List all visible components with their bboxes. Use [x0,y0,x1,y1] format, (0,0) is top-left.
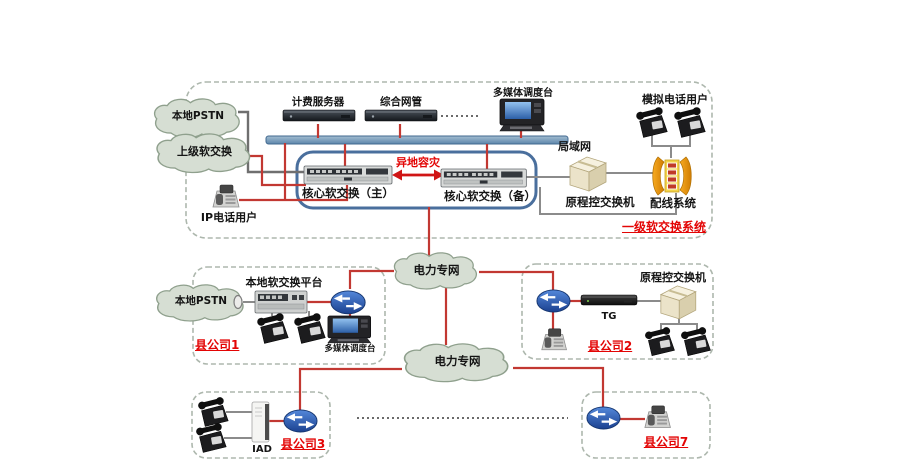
lan-bus [265,135,569,145]
tg-gateway-icon [580,294,638,306]
analog-phone-icon [679,325,711,357]
router-icon [535,288,572,314]
label-iad: IAD [252,444,272,455]
dotted-separator [357,115,568,419]
label-legacy-pbx: 原程控交换机 [565,195,635,209]
disaster-recovery-arrow [392,169,444,181]
core-switch-main-icon [303,165,393,185]
label-system-title: 一级软交换系统 [621,220,706,234]
analog-phone-icon [634,105,668,138]
label-county2: 县公司2 [587,339,633,353]
label-power-network-lower: 电力专网 [434,354,481,368]
label-county1: 县公司1 [195,338,240,352]
label-ip-phone-users: IP电话用户 [200,211,258,224]
label-network-mgmt: 综合网管 [380,96,422,108]
analog-phone-icon [255,311,289,344]
label-tg: TG [601,311,617,322]
label-core-switch-backup: 核心软交换（备） [444,189,536,203]
network-mgmt-server-icon [364,109,438,122]
label-multimedia-console: 多媒体调度台 [493,88,553,99]
ip-phone-icon [212,184,240,208]
router-icon [282,408,319,434]
label-lan: 局域网 [558,140,591,153]
label-billing-server: 计费服务器 [291,96,345,108]
label-county3: 县公司3 [280,437,326,451]
legacy-pbx-county2-icon [659,284,697,320]
analog-phone-icon [643,325,675,357]
label-local-pstn: 本地PSTN [171,110,225,122]
multimedia-console-county1-icon [327,315,372,344]
tier1-system-boundary [185,81,713,239]
ip-phone-icon [541,328,567,351]
local-softswitch-icon [254,290,308,314]
county7-boundary [581,391,711,459]
analog-phone-icon [196,395,229,427]
analog-phone-icon [672,105,706,138]
label-wiring-system: 配线系统 [650,196,696,210]
core-switch-backup-icon [440,168,527,188]
label-legacy-pbx-county2: 原程控交换机 [640,271,706,284]
connection-lines-red [239,124,645,423]
label-analog-phone-users: 模拟电话用户 [642,93,708,106]
label-power-network-upper: 电力专网 [413,263,460,277]
label-county7: 县公司7 [643,435,689,449]
label-disaster-recovery: 异地容灾 [396,156,440,169]
ip-phone-icon [644,405,671,428]
router-icon [329,289,367,315]
iad-icon [251,401,270,443]
label-core-switch-main: 核心软交换（主） [302,186,394,200]
analog-phone-icon [292,311,326,344]
label-platform-county1: 本地软交换平台 [245,276,323,289]
label-upper-softswitch: 上级软交换 [177,145,232,158]
label-local-pstn-county1: 本地PSTN [174,295,228,307]
billing-server-icon [282,109,356,122]
legacy-pbx-icon [569,156,607,192]
connection-lines-gray [224,110,698,439]
analog-phone-icon [194,421,227,453]
label-console-county1: 多媒体调度台 [324,344,376,354]
e1-link-icon [233,294,243,310]
wiring-frame-icon [652,156,692,196]
router-icon [585,405,622,431]
county2-boundary [521,263,714,360]
multimedia-console-icon [499,98,545,132]
